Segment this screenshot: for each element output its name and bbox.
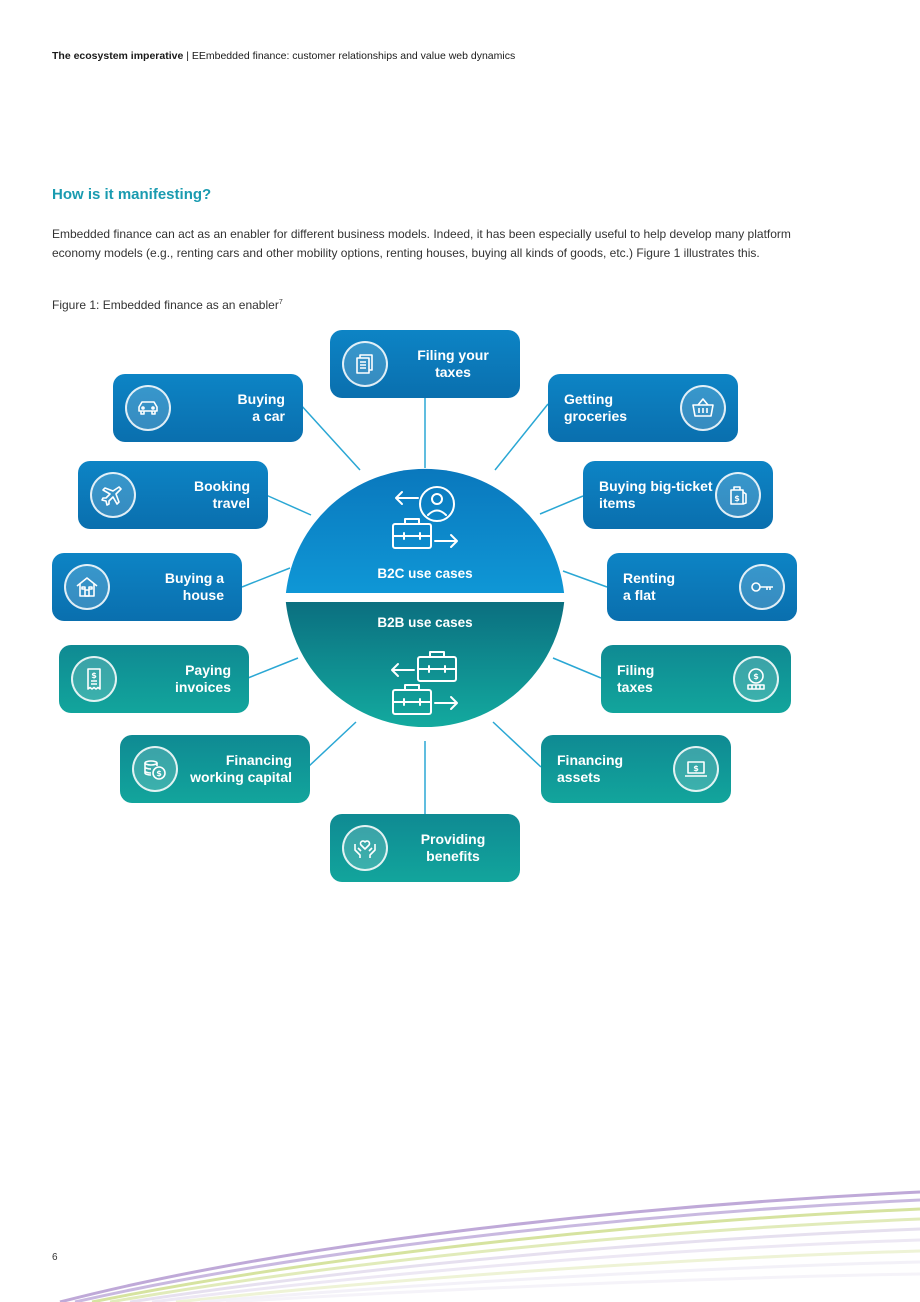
b2c-hub-icon [392,486,458,549]
house-icon [64,564,110,610]
svg-text:$: $ [734,494,740,503]
airplane-icon [90,472,136,518]
b2b-hub-icon [391,651,458,715]
laptop-dollar-icon: $ [673,746,719,792]
header-section: The ecosystem imperative [52,50,184,62]
intro-paragraph: Embedded finance can act as an enabler f… [52,227,791,260]
header-title: EEmbedded finance: customer relationship… [191,50,516,62]
documents-icon [342,341,388,387]
invoice-icon: $ [71,656,117,702]
coins-icon: $ [733,656,779,702]
car-icon [125,385,171,431]
svg-text:$: $ [693,764,699,773]
b2c-label: B2C use cases [377,566,473,581]
svg-text:$: $ [753,672,759,681]
svg-text:$: $ [91,671,97,680]
section-title: How is it manifesting? [52,186,212,203]
key-icon [739,564,785,610]
hands-heart-icon [342,825,388,871]
decorative-swoosh [59,1190,920,1302]
shopping-bag-icon: $ [715,472,761,518]
footnote-ref: 7 [278,299,283,306]
b2b-label: B2B use cases [377,615,473,630]
money-stack-icon: $ [132,746,178,792]
page-number: 6 [52,1252,58,1263]
basket-icon [680,385,726,431]
header-separator: | [183,50,192,62]
svg-text:$: $ [156,769,162,778]
figure-caption: Figure 1: Embedded finance as an enabler… [52,298,283,312]
running-header: The ecosystem imperative | EEmbedded fin… [52,50,515,62]
figure-caption-text: Figure 1: Embedded finance as an enabler [52,298,279,312]
